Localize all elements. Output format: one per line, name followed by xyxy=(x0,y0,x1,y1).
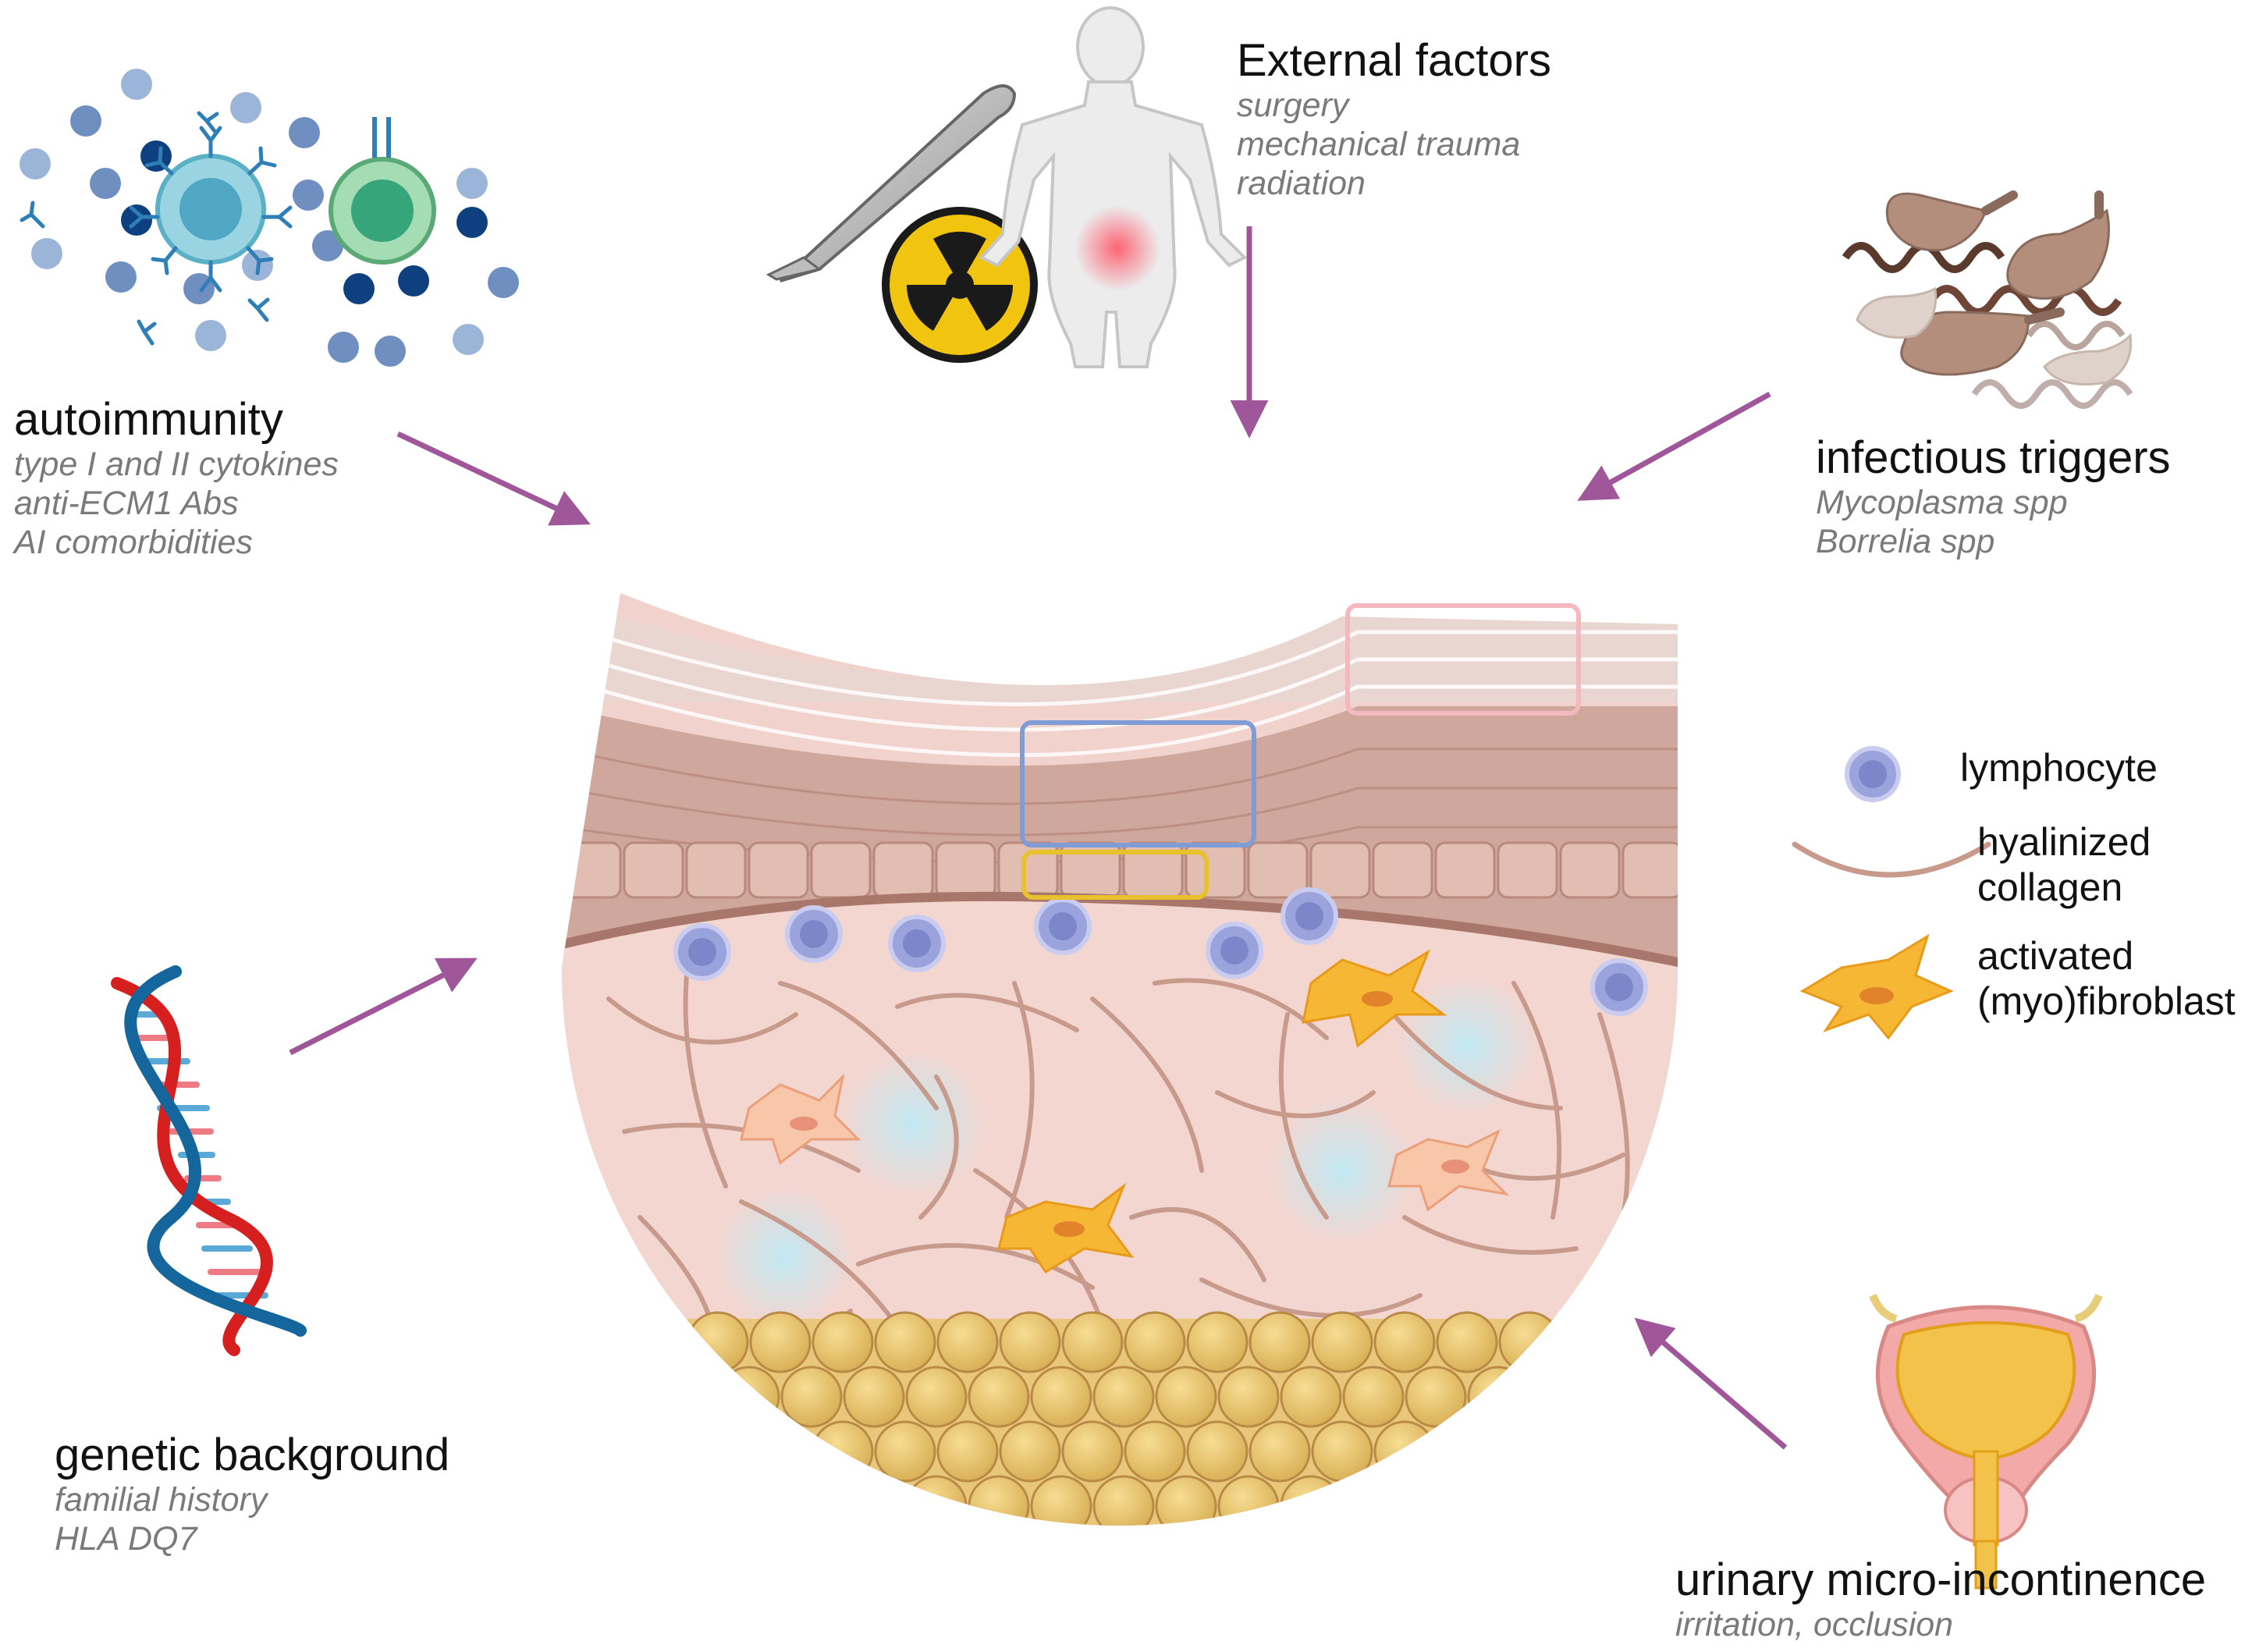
arrow-genetic xyxy=(289,957,478,1056)
autoimmunity-group: autoimmunity type I and II cytokines ant… xyxy=(14,395,339,562)
infectious-triggers-group: infectious triggers Mycoplasma spp Borre… xyxy=(1816,433,2171,561)
external-factors-detail: mechanical trauma xyxy=(1237,125,1521,163)
genetic-background-group: genetic background familial history HLA … xyxy=(55,1430,449,1558)
dna-icon xyxy=(111,965,307,1356)
skin-cross-section xyxy=(562,593,1678,1526)
genetic-background-title: genetic background xyxy=(55,1430,450,1480)
legend-collagen-label-line1: hyalinized xyxy=(1977,820,2151,864)
external-factors-detail: radiation xyxy=(1237,164,1366,202)
legend-collagen-icon xyxy=(1792,841,1991,878)
legend-collagen-label-line2: collagen xyxy=(1977,865,2123,909)
external-factors-title: External factors xyxy=(1237,35,1551,86)
bladder-icon xyxy=(1869,1294,2103,1590)
external-factors-group: External factors surgery mechanical trau… xyxy=(1237,36,1551,203)
legend-fibroblast-icon xyxy=(1799,933,1954,1040)
epidermis-highlight-box xyxy=(1020,720,1256,847)
autoimmunity-detail: anti-ECM1 Abs xyxy=(14,484,239,522)
arrow-autoimmunity xyxy=(396,431,591,526)
human-body-icon xyxy=(979,6,1248,368)
autoimmunity-detail: AI comorbidities xyxy=(14,523,253,561)
scalpel-icon xyxy=(765,84,1017,282)
subcutaneous-fat xyxy=(562,1311,1678,1526)
legend-lymphocyte-icon xyxy=(1845,746,1901,802)
infectious-triggers-detail: Borrelia spp xyxy=(1816,522,1995,560)
legend-lymphocyte-label: lymphocyte xyxy=(1960,746,2158,790)
legend-fibroblast-label-line2: (myo)fibroblast xyxy=(1977,979,2236,1023)
arrow-urinary xyxy=(1634,1317,1788,1450)
tissue-fibroblasts xyxy=(740,949,1510,1274)
infectious-triggers-detail: Mycoplasma spp xyxy=(1816,483,2068,521)
legend-fibroblast-label-line1: activated xyxy=(1977,934,2134,978)
urinary-incontinence-detail: irritation, occlusion xyxy=(1675,1605,1954,1643)
external-factors-detail: surgery xyxy=(1237,86,1349,124)
autoimmunity-detail: type I and II cytokines xyxy=(14,445,339,483)
bacteria-icon xyxy=(1842,190,2133,409)
stratum-corneum-highlight-box xyxy=(1345,603,1581,716)
genetic-background-detail: familial history xyxy=(55,1480,268,1519)
immune-cells-icon xyxy=(20,69,519,367)
infectious-triggers-title: infectious triggers xyxy=(1816,432,2171,483)
arrow-infectious xyxy=(1577,391,1771,501)
factor-arrows xyxy=(289,226,1788,1450)
autoimmunity-title: autoimmunity xyxy=(14,394,283,445)
tissue-lymphocytes xyxy=(673,887,1648,1016)
urinary-incontinence-title: urinary micro-incontinence xyxy=(1675,1554,2207,1605)
urinary-incontinence-group: urinary micro-incontinence irritation, o… xyxy=(1675,1555,2206,1644)
genetic-background-detail: HLA DQ7 xyxy=(55,1519,197,1558)
basal-layer-highlight-box xyxy=(1021,850,1209,900)
